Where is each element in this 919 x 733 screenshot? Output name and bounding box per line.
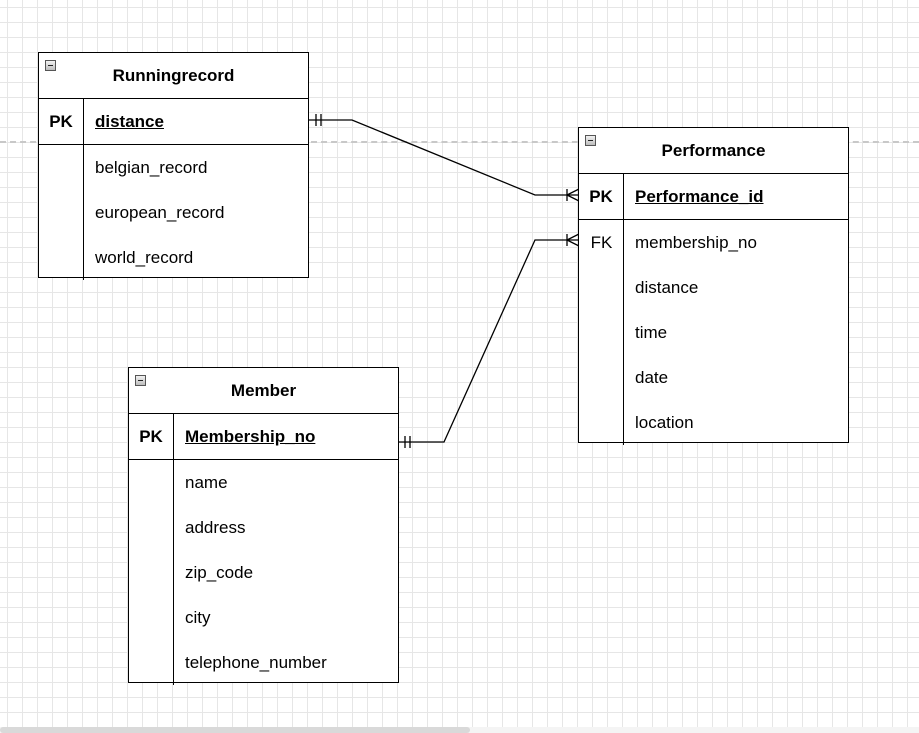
attribute-key (129, 505, 174, 550)
entity-header[interactable]: Runningrecord (39, 53, 308, 99)
entity-title: Performance (661, 140, 766, 160)
attribute-name: distance (635, 277, 699, 297)
attribute-list: name address zip_code city telephone_num… (129, 460, 398, 685)
attribute-key (129, 640, 174, 685)
attribute-row[interactable]: distance (579, 265, 848, 310)
attribute-key (129, 595, 174, 640)
attribute-row[interactable]: city (129, 595, 398, 640)
pk-label: PK (129, 414, 174, 459)
attribute-name: address (185, 517, 246, 537)
scrollbar-thumb[interactable] (0, 727, 470, 733)
pk-field: Membership_no (185, 426, 316, 446)
attribute-list: belgian_record european_record world_rec… (39, 145, 308, 280)
attribute-list: FK membership_no distance time date loca… (579, 220, 848, 445)
attribute-row[interactable]: name (129, 460, 398, 505)
attribute-key (579, 355, 624, 400)
page-break-line (0, 141, 919, 143)
entity-title: Runningrecord (112, 65, 235, 85)
entity-title: Member (230, 380, 297, 400)
attribute-row[interactable]: european_record (39, 190, 308, 235)
attribute-name: city (185, 607, 211, 627)
attribute-name: date (635, 367, 669, 387)
collapse-icon[interactable] (45, 60, 56, 71)
attribute-name: membership_no (635, 232, 757, 252)
attribute-row[interactable]: address (129, 505, 398, 550)
attribute-row[interactable]: location (579, 400, 848, 445)
pk-field: Performance_id (635, 186, 764, 206)
attribute-row[interactable]: belgian_record (39, 145, 308, 190)
pk-label: PK (579, 174, 624, 219)
attribute-key (129, 550, 174, 595)
attribute-name: telephone_number (185, 652, 327, 672)
collapse-icon[interactable] (135, 375, 146, 386)
attribute-row[interactable]: date (579, 355, 848, 400)
entity-header[interactable]: Performance (579, 128, 848, 174)
attribute-row[interactable]: zip_code (129, 550, 398, 595)
attribute-key (39, 190, 84, 235)
collapse-icon[interactable] (585, 135, 596, 146)
attribute-row[interactable]: FK membership_no (579, 220, 848, 265)
attribute-key (579, 400, 624, 445)
attribute-row[interactable]: time (579, 310, 848, 355)
attribute-key (39, 235, 84, 280)
attribute-name: location (635, 412, 694, 432)
crowfoot-marker (566, 188, 580, 196)
attribute-name: world_record (95, 247, 194, 267)
attribute-name: belgian_record (95, 157, 208, 177)
primary-key-row[interactable]: PK distance (39, 99, 308, 145)
relationship-member-performance[interactable] (399, 233, 580, 448)
attribute-key (129, 460, 174, 505)
pk-field: distance (95, 111, 164, 131)
primary-key-row[interactable]: PK Performance_id (579, 174, 848, 220)
attribute-key: FK (590, 232, 613, 252)
attribute-row[interactable]: telephone_number (129, 640, 398, 685)
primary-key-row[interactable]: PK Membership_no (129, 414, 398, 460)
horizontal-scrollbar[interactable] (0, 727, 919, 733)
pk-label: PK (39, 99, 84, 144)
attribute-name: time (635, 322, 668, 342)
attribute-key (39, 145, 84, 190)
attribute-name: zip_code (185, 562, 254, 582)
attribute-name: name (185, 472, 228, 492)
entity-performance[interactable]: Performance PK Performance_id FK members… (578, 127, 849, 445)
entity-runningrecord[interactable]: Runningrecord PK distance belgian_record… (38, 52, 309, 280)
attribute-key (579, 265, 624, 310)
attribute-key (579, 310, 624, 355)
attribute-name: european_record (95, 202, 225, 222)
attribute-row[interactable]: world_record (39, 235, 308, 280)
entity-header[interactable]: Member (129, 368, 398, 414)
crowfoot-marker (566, 233, 580, 241)
entity-member[interactable]: Member PK Membership_no name address zip… (128, 367, 399, 685)
relationship-runningrecord-performance[interactable] (309, 114, 580, 202)
